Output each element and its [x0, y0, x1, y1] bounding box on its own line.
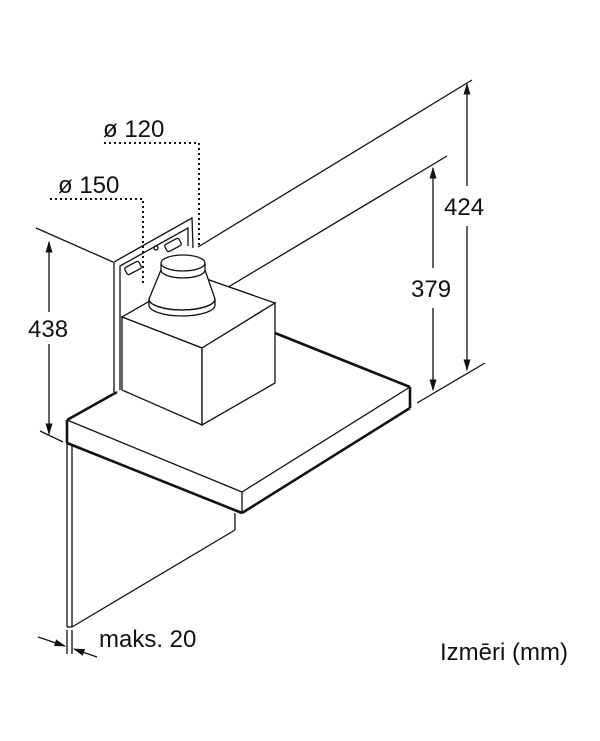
label-379: 379 — [411, 276, 451, 303]
label-424: 424 — [444, 194, 484, 221]
label-duct-120: ø 120 — [103, 116, 164, 143]
wall-reference-lines — [197, 79, 486, 404]
duct-connector — [148, 254, 216, 317]
label-duct-150: ø 150 — [58, 172, 119, 199]
units-note: Izmēri (mm) — [440, 639, 568, 666]
label-438: 438 — [28, 316, 68, 343]
leader-150 — [50, 198, 144, 285]
mounting-slot-left — [124, 260, 142, 276]
screw-hole — [153, 245, 159, 251]
label-max-20: maks. 20 — [99, 626, 196, 653]
hood-canopy — [65, 331, 412, 515]
mounting-slot-right — [164, 237, 182, 253]
leader-120 — [104, 142, 200, 248]
motor-housing — [120, 274, 277, 427]
dimension-max-20 — [37, 630, 98, 658]
dimension-438 — [35, 227, 114, 443]
wall-bracket — [66, 443, 236, 628]
